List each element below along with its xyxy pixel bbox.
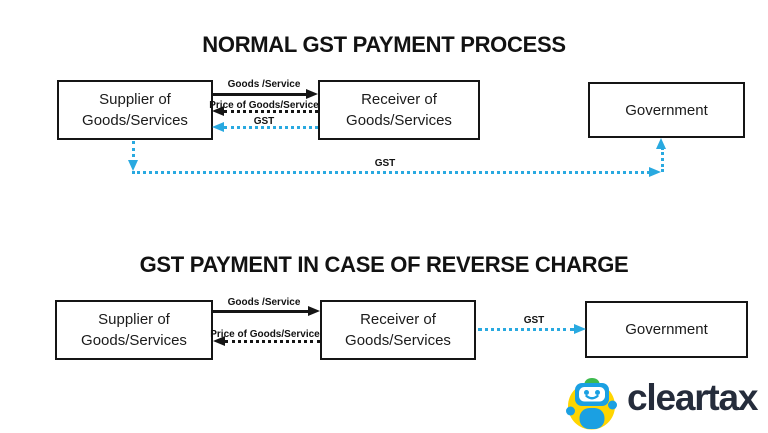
government-label: Government xyxy=(625,101,708,119)
diagram1-gst-bottom-label: GST xyxy=(374,158,396,169)
diagram2-price-arrow-label: Price of Goods/Service xyxy=(210,329,320,340)
diagram1-gst-bottom-right-arrowhead-icon xyxy=(649,167,661,177)
diagram1-gst-bottom-hline xyxy=(132,171,650,174)
diagram2-government-box: Government xyxy=(585,301,748,358)
diagram2-goods-arrowhead-icon xyxy=(308,306,320,316)
diagram2-price-arrow-line xyxy=(225,340,320,343)
diagram1-gst-arrow-line xyxy=(224,126,318,129)
supplier-label-line1: Supplier of xyxy=(99,91,171,108)
diagram1-supplier-box: Supplier of Goods/Services xyxy=(57,80,213,140)
diagram1-price-arrow-label: Price of Goods/Service xyxy=(209,100,319,111)
diagram1-goods-arrowhead-icon xyxy=(306,89,318,99)
diagram1-government-box: Government xyxy=(588,82,745,138)
diagram2-price-arrowhead-icon xyxy=(213,336,225,346)
diagram1-goods-arrow-label: Goods /Service xyxy=(227,79,301,90)
diagram2-receiver-box: Receiver of Goods/Services xyxy=(320,300,476,360)
government-label: Government xyxy=(625,321,708,338)
diagram2-goods-arrow-label: Goods /Service xyxy=(227,297,301,308)
diagram1-gst-bottom-vline-left xyxy=(132,141,135,163)
receiver-label-line2: Goods/Services xyxy=(345,332,451,349)
diagram1-price-arrowhead-icon xyxy=(212,106,224,116)
receiver-label-line1: Receiver of xyxy=(360,311,436,328)
diagram2-goods-arrow-line xyxy=(213,310,308,313)
supplier-label-line2: Goods/Services xyxy=(82,112,188,129)
diagram1-gst-arrow-label: GST xyxy=(253,116,275,127)
diagram2-title: GST PAYMENT IN CASE OF REVERSE CHARGE xyxy=(139,252,629,277)
cleartax-wordmark: cleartax xyxy=(627,377,758,418)
diagram1-gst-bottom-up-arrowhead-icon xyxy=(656,138,666,149)
diagram1-title: NORMAL GST PAYMENT PROCESS xyxy=(202,32,566,57)
diagram2-supplier-box: Supplier of Goods/Services xyxy=(55,300,213,360)
receiver-label-line2: Goods/Services xyxy=(346,112,452,129)
supplier-label-line1: Supplier of xyxy=(98,311,170,328)
diagram2-gst-arrow-line xyxy=(478,328,574,331)
diagram2-gst-arrow-label: GST xyxy=(523,315,545,326)
diagram1-gst-bottom-vline-right xyxy=(661,147,664,172)
diagram1-price-arrow-line xyxy=(224,110,318,113)
diagram1-gst-arrowhead-icon xyxy=(212,122,224,132)
supplier-label-line2: Goods/Services xyxy=(81,332,187,349)
diagram1-goods-arrow-line xyxy=(213,93,307,96)
cleartax-robot-icon xyxy=(566,378,617,430)
cleartax-logo: cleartax xyxy=(564,377,758,432)
diagram2-gst-arrowhead-icon xyxy=(574,324,586,334)
receiver-label-line1: Receiver of xyxy=(361,91,437,108)
diagram1-receiver-box: Receiver of Goods/Services xyxy=(318,80,480,140)
diagram1-gst-bottom-down-arrowhead-icon xyxy=(128,160,138,171)
